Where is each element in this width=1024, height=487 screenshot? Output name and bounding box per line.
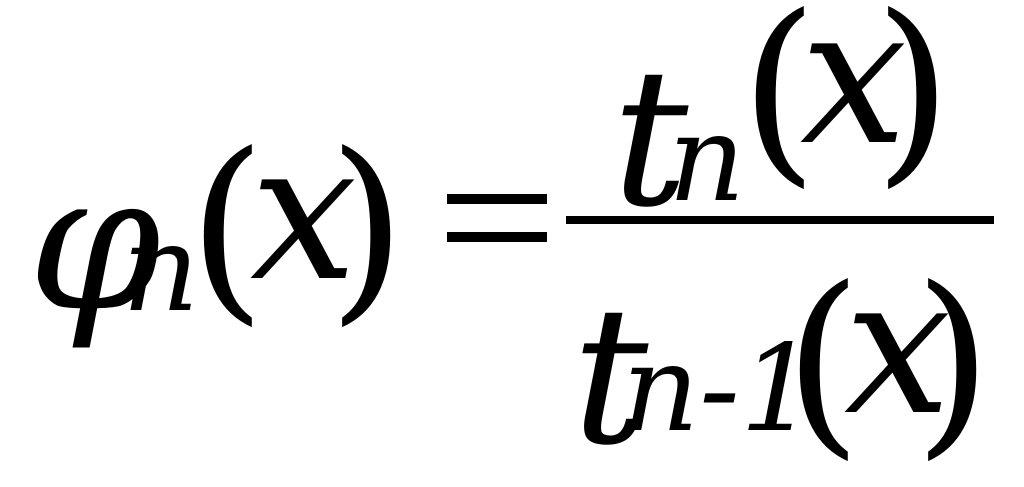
- equals-top-bar: [447, 194, 547, 204]
- numerator-open-paren: (: [740, 0, 819, 206]
- numerator-t-symbol: t: [612, 28, 689, 249]
- formula: φ n ( x ) = t n ( x ) t n-1 ( x ): [28, 0, 994, 487]
- denominator-variable: x: [844, 236, 952, 457]
- equals-bottom-bar: [447, 232, 547, 242]
- numerator-variable: x: [800, 0, 908, 187]
- denominator-subscript: n-1: [622, 320, 817, 459]
- denominator-t-symbol: t: [572, 266, 649, 487]
- lhs-variable: x: [250, 102, 358, 323]
- denominator-close-paren: ): [914, 245, 993, 478]
- numerator-close-paren: ): [874, 0, 953, 206]
- denominator-open-paren: (: [784, 245, 863, 478]
- lhs-open-paren: (: [188, 111, 267, 344]
- numerator-subscript: n: [668, 90, 746, 229]
- lhs-subscript: n: [122, 200, 200, 339]
- lhs-close-paren: ): [328, 111, 407, 344]
- fraction-bar: [566, 216, 994, 224]
- lhs-phi-symbol: φ: [28, 132, 162, 353]
